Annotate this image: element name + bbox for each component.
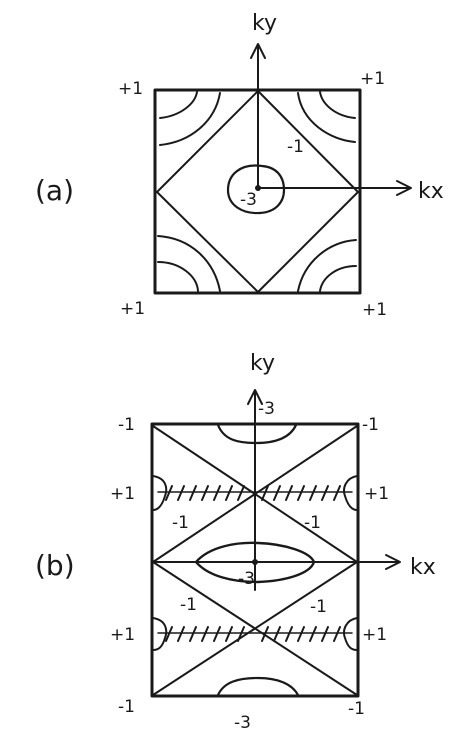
panel-a: ky kx (a) +1 +1 +1 +1 -1 -3 [35,11,444,320]
panel-b-ky-label: ky [250,351,275,376]
panel-b-top-center-value: -3 [258,399,275,419]
panel-b-center-value: -3 [238,569,255,589]
panel-a-ky-arrowhead [250,43,266,59]
panel-b-center-oval [194,541,316,584]
panel-b-corner-bottom-left: -1 [118,697,135,717]
panel-b-origin-dot [252,559,258,565]
panel-b-kx-arrowhead [385,554,401,570]
panel-b-bottom-arc [216,676,300,697]
panel-b-lower-right-side-value: +1 [362,625,387,645]
panel-b: ky kx (b) -1 -1 [35,351,436,732]
panel-b-kx-label: kx [410,555,436,580]
panel-a-center-contour [226,164,286,215]
panel-a-corner-top-right: +1 [360,69,385,89]
panel-a-diamond-contour [156,90,359,293]
panel-b-corner-bottom-right: -1 [348,699,365,719]
panel-b-ky-arrowhead [247,389,263,405]
panel-b-corner-top-left: -1 [118,415,135,435]
panel-b-corner-top-right: -1 [362,415,379,435]
panel-b-lower-hatched-band [157,626,353,642]
panel-a-label: (a) [35,174,74,207]
panel-b-upper-hatched-band [157,485,353,501]
panel-a-origin-dot [255,185,261,191]
panel-b-lower-x-contour [152,561,358,696]
panel-a-corner-bottom-right: +1 [362,300,387,320]
panel-b-label: (b) [35,549,75,582]
panel-a-contour-inner-label: -1 [287,137,304,157]
panel-b-upper-x-contour [152,425,358,563]
panel-a-kx-label: kx [418,179,444,204]
panel-a-corner-top-left: +1 [118,79,143,99]
panel-a-center-value: -3 [240,190,257,210]
panel-a-corner-contours [157,91,357,292]
panel-b-top-arc [216,423,298,445]
panel-b-upper-right-side-value: +1 [364,484,389,504]
panel-b-upper-left-side-value: +1 [110,484,135,504]
panel-b-lower-left-inner-value: -1 [180,595,197,615]
panel-b-bottom-center-value: -3 [234,713,251,732]
panel-b-lower-right-inner-value: -1 [310,597,327,617]
panel-b-upper-right-inner-value: -1 [304,513,321,533]
panel-a-corner-bottom-left: +1 [120,299,145,319]
panel-a-kx-arrowhead [396,180,412,196]
panel-b-lower-left-side-value: +1 [110,625,135,645]
panel-a-ky-label: ky [252,11,277,36]
panel-b-upper-left-inner-value: -1 [172,513,189,533]
panel-b-side-contours [152,475,358,651]
